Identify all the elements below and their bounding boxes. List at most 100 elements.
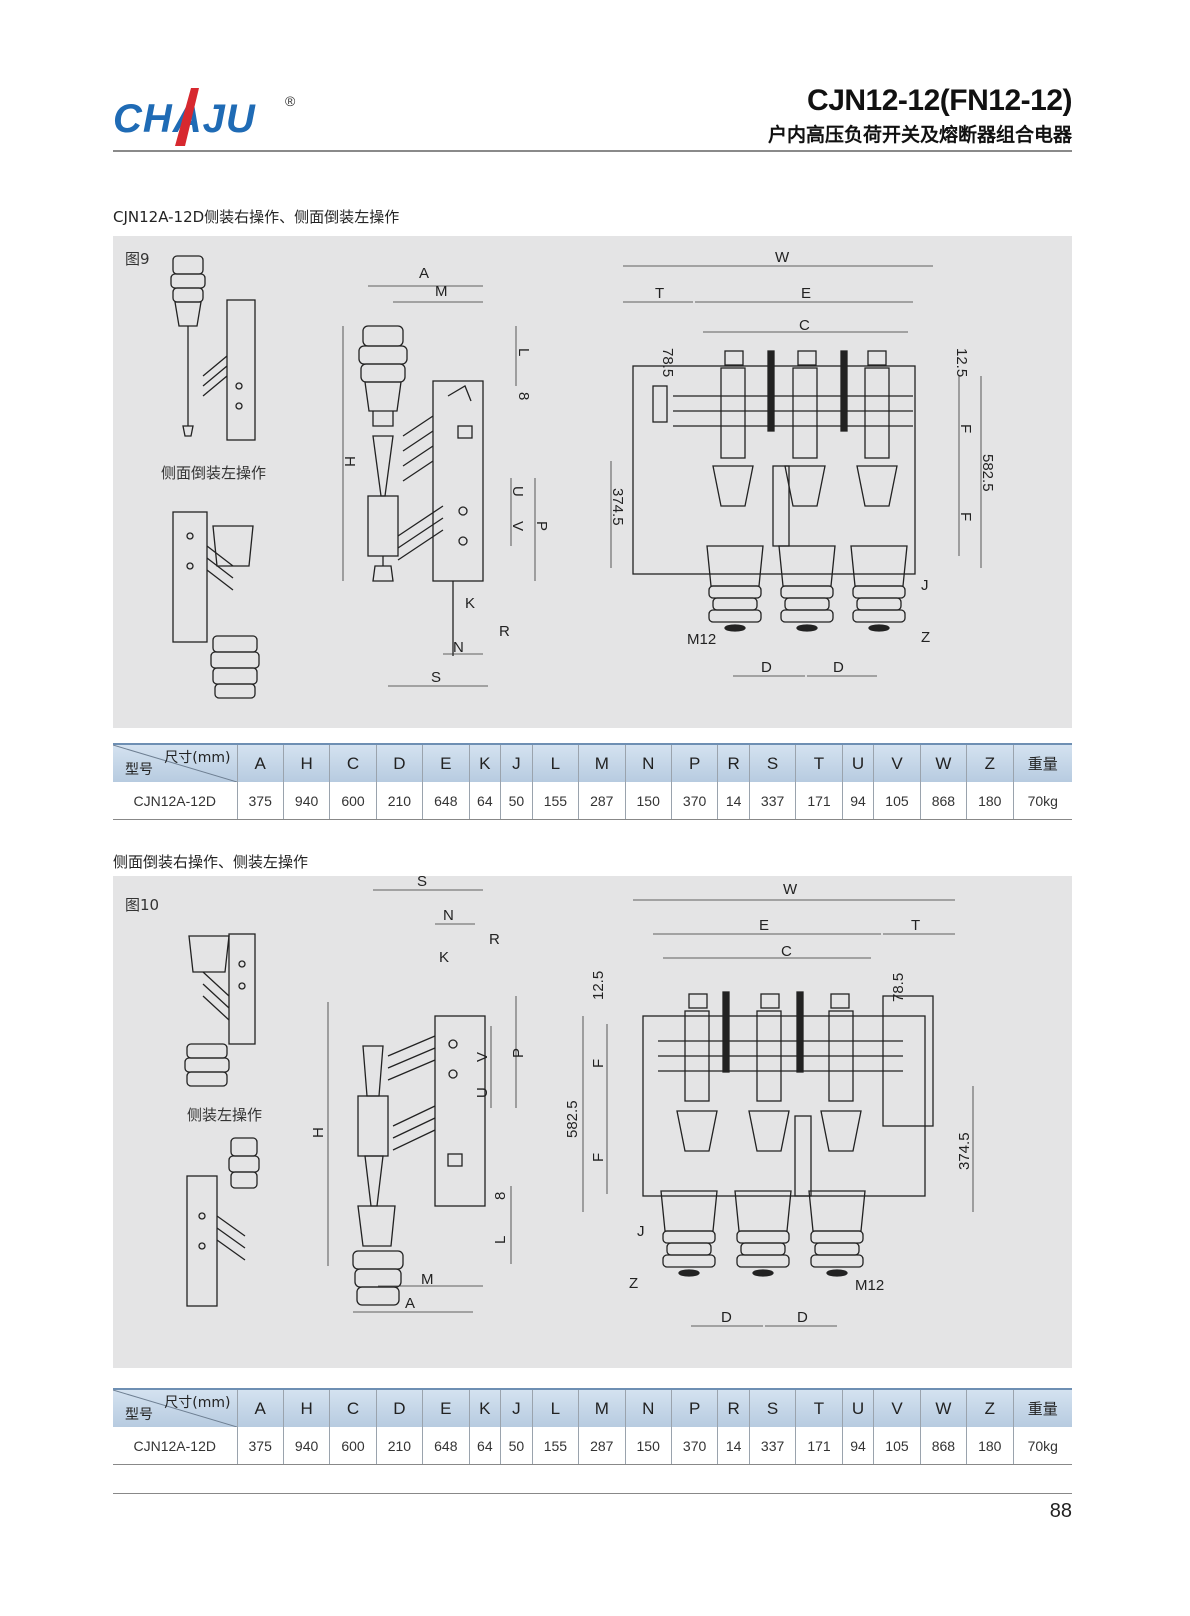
header-product-name: 户内高压负荷开关及熔断器组合电器 [767,124,1072,146]
table-header-cell: M [578,1388,625,1427]
dim-label-8: 8 [492,1192,509,1200]
dim-label-M12: M12 [687,631,716,648]
dim-label-78-5: 78.5 [659,348,676,377]
table-value-cell: 64 [468,1427,501,1465]
dim-label-E: E [801,285,811,302]
table-value-cell: 337 [748,782,796,820]
table-value-cell: 648 [422,1427,470,1465]
table-value-cell: 14 [717,782,750,820]
dim-label-F-lower: F [957,512,974,521]
footer-divider [113,1493,1072,1494]
table-header-cell: H [282,1388,330,1427]
table-header-cell: Z [966,1388,1013,1427]
table-value-cell: 70kg [1012,1427,1072,1465]
front-view-drawing [642,991,934,1277]
table-header-cell: C [329,1388,377,1427]
table-header-cell: P [670,743,718,782]
table-header-cell: Z [966,743,1013,782]
dim-label-582-5: 582.5 [564,1100,581,1138]
dim-label-D-1: D [761,659,772,676]
dim-label-K: K [465,595,475,612]
dim-label-K: K [439,949,449,966]
table-header-cell: H [282,743,330,782]
figure-9-drawing: W T E C 12.5 78.5 F F 582.5 374.5 J Z M1… [170,249,996,699]
table-header-cell: W [919,743,967,782]
dim-label-Z: Z [629,1275,638,1292]
brand-logo: CHAJU ® [113,80,313,155]
dim-label-S: S [417,876,427,890]
dim-label-J: J [921,577,929,594]
figure-10-caption: 侧装左操作 [187,1106,263,1124]
table-value-cell: 64 [468,782,501,820]
table-header-cell: D [375,1388,423,1427]
dim-label-F-upper: F [590,1059,607,1068]
table-value-cell: 370 [670,782,718,820]
table-corner-cell: 尺寸(mm) 型号 [113,1388,237,1427]
table-value-cell: 50 [500,1427,533,1465]
table-header-cell: J [500,1388,533,1427]
figure-10-panel: 图10 侧装左操作 [113,876,1072,1368]
page-number: 88 [1049,1500,1072,1522]
table-header-cell: S [748,743,796,782]
dim-label-A: A [405,1295,415,1312]
dim-label-D-1: D [721,1309,732,1326]
table-value-cell: 150 [624,782,672,820]
figure-10-label: 图10 [125,896,160,914]
dim-label-D-2: D [833,659,844,676]
table-value-cell: 171 [795,782,843,820]
table-row: CJN12A-12D 375 940 600 210 648 64 50 155… [113,1427,1072,1465]
dim-label-L: L [492,1236,509,1244]
table-header-row: 尺寸(mm) 型号 A H C D E K J L M N P R S T U … [113,1388,1072,1427]
table-header-cell: A [236,1388,284,1427]
dim-label-R: R [499,623,510,640]
dim-label-U: U [474,1087,491,1098]
table-header-cell: E [422,1388,470,1427]
dim-label-W: W [783,881,798,898]
table-value-cell: 375 [236,1427,284,1465]
section-2-title: 侧面倒装右操作、侧装左操作 [113,853,309,871]
figure-9-caption: 侧面倒装左操作 [161,464,267,482]
table-header-cell: K [468,743,501,782]
table-header-cell: M [578,743,625,782]
table-header-cell: U [841,1388,874,1427]
table-corner-cell: 尺寸(mm) 型号 [113,743,237,782]
dim-label-C: C [799,317,810,334]
dim-label-R: R [489,931,500,948]
thumb-switch-upper-icon [170,255,256,441]
dimension-table-2: 尺寸(mm) 型号 A H C D E K J L M N P R S T U … [113,1388,1072,1465]
logo-registered-mark: ® [285,93,296,109]
table-header-cell: N [624,1388,672,1427]
table-header-cell: U [841,743,874,782]
table-header-cell: J [500,743,533,782]
table-value-cell: 940 [282,782,330,820]
table-value-cell: 70kg [1012,782,1072,820]
dim-label-12-5: 12.5 [953,348,970,377]
thumb-switch-upper-icon [184,933,256,1087]
table-value-cell: 150 [624,1427,672,1465]
dim-label-C: C [781,943,792,960]
table-value-cell: 375 [236,782,284,820]
front-view-drawing [632,350,916,632]
table-corner-model: 型号 [125,1407,153,1423]
dim-label-582-5: 582.5 [979,454,996,492]
thumb-switch-lower-icon [172,511,260,699]
dim-label-M12: M12 [855,1277,884,1294]
dimension-table-1: 尺寸(mm) 型号 A H C D E K J L M N P R S T U … [113,743,1072,820]
table-value-cell: 14 [717,1427,750,1465]
section-1-title: CJN12A-12D侧装右操作、侧面倒装左操作 [113,208,400,226]
table-corner-dim: 尺寸(mm) [164,750,231,766]
table-header-cell: C [329,743,377,782]
table-value-cell: 155 [531,1427,579,1465]
table-value-cell: 155 [531,782,579,820]
thumb-switch-lower-icon [186,1137,260,1307]
dim-label-J: J [637,1223,645,1240]
dim-label-F-lower: F [590,1153,607,1162]
dim-label-T: T [911,917,920,934]
table-corner-dim: 尺寸(mm) [164,1395,231,1411]
dim-label-P: P [510,1048,527,1058]
dim-label-S: S [431,669,441,686]
dim-label-U: U [509,486,526,497]
table-value-cell: 210 [375,1427,423,1465]
table-value-cell: 868 [919,1427,967,1465]
table-value-cell: 180 [966,1427,1013,1465]
